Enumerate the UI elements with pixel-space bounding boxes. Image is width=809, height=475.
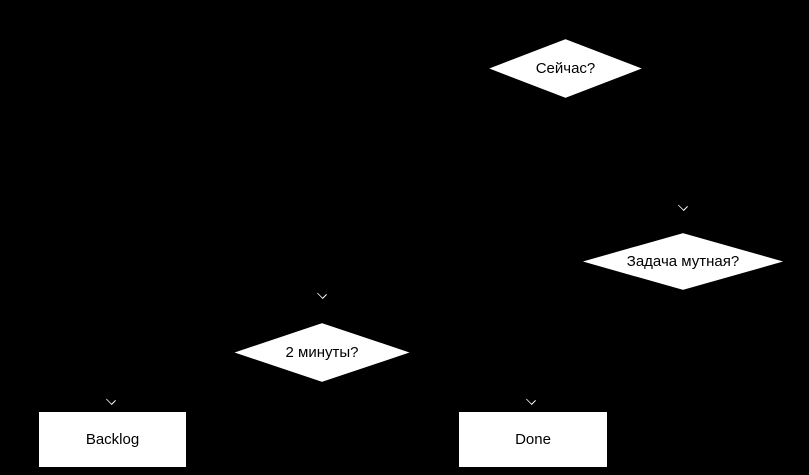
node-label: Backlog <box>85 431 140 448</box>
diamond-shape <box>487 38 644 99</box>
arrowhead-icon <box>526 395 536 405</box>
diamond-shape <box>580 232 786 291</box>
flowchart-node-backlog: Backlog <box>38 411 187 468</box>
flowchart-node-now: Сейчас? <box>487 38 644 99</box>
flowchart-node-done: Done <box>458 411 608 468</box>
diamond-shape <box>232 322 412 383</box>
flowchart-node-task-unclear: Задача мутная? <box>580 232 786 291</box>
arrowhead-icon <box>678 201 688 211</box>
arrowhead-icon <box>317 289 327 299</box>
flowchart-node-two-minutes: 2 минуты? <box>232 322 412 383</box>
node-label: Done <box>515 431 551 448</box>
arrowhead-icon <box>106 395 116 405</box>
